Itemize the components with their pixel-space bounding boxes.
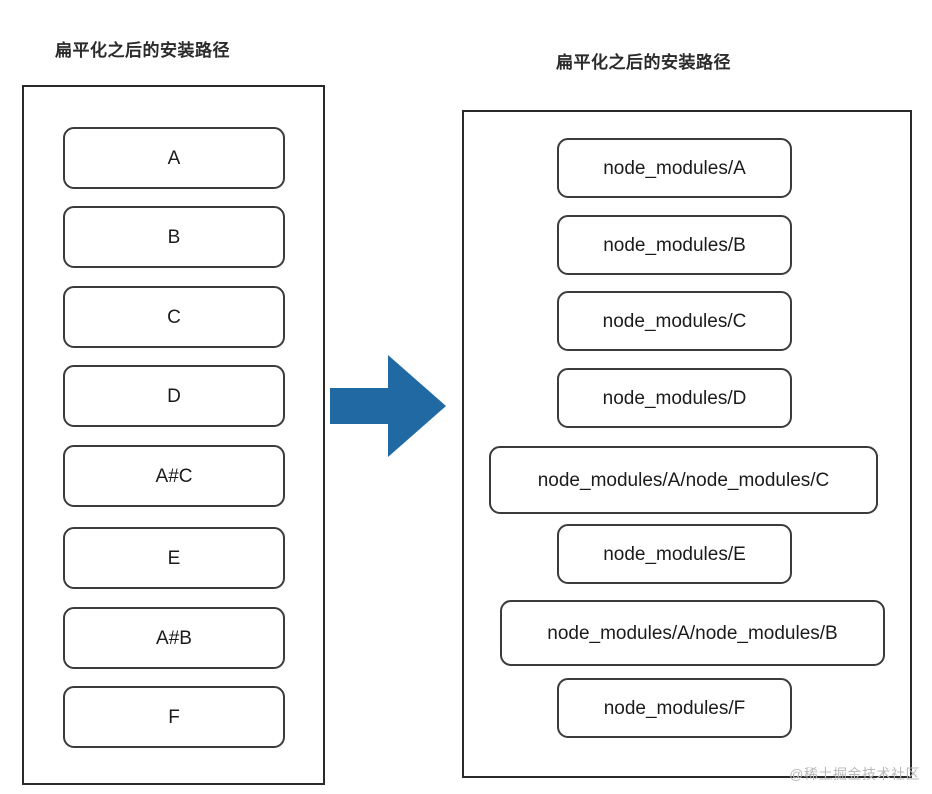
left-node-label: A#B (156, 627, 192, 649)
right-node-box: node_modules/C (557, 291, 792, 351)
left-node-label: F (168, 706, 180, 728)
right-node-label: node_modules/B (603, 234, 746, 256)
left-node-label: E (167, 547, 181, 569)
right-node-box: node_modules/A (557, 138, 792, 198)
left-panel-title: 扁平化之后的安装路径 (55, 41, 230, 60)
right-node-label: node_modules/A/node_modules/C (537, 469, 830, 491)
right-node-label: node_modules/F (603, 697, 746, 719)
right-node-label: node_modules/D (602, 387, 747, 409)
left-node-label: A (167, 147, 181, 169)
left-node-label: A#C (155, 465, 193, 487)
right-node-box: node_modules/E (557, 524, 792, 584)
right-node-box: node_modules/A/node_modules/C (489, 446, 878, 514)
right-node-box: node_modules/A/node_modules/B (500, 600, 885, 666)
right-node-box: node_modules/F (557, 678, 792, 738)
left-node-box: A#C (63, 445, 285, 507)
left-node-box: F (63, 686, 285, 748)
right-panel-title: 扁平化之后的安装路径 (556, 53, 731, 72)
right-node-label: node_modules/C (602, 310, 747, 332)
left-node-box: D (63, 365, 285, 427)
left-node-box: A (63, 127, 285, 189)
left-node-label: B (167, 226, 181, 248)
right-node-box: node_modules/D (557, 368, 792, 428)
left-node-box: C (63, 286, 285, 348)
left-node-box: E (63, 527, 285, 589)
right-node-label: node_modules/A/node_modules/B (547, 622, 838, 644)
left-panel-container (22, 85, 325, 785)
left-node-box: B (63, 206, 285, 268)
right-node-label: node_modules/A (603, 157, 746, 179)
left-node-box: A#B (63, 607, 285, 669)
left-node-label: C (167, 306, 181, 328)
right-node-box: node_modules/B (557, 215, 792, 275)
right-node-label: node_modules/E (603, 543, 746, 565)
left-node-label: D (167, 385, 181, 407)
arrow-polygon (330, 355, 446, 457)
right-arrow-icon (330, 355, 446, 457)
watermark: @稀土掘金技术社区 (789, 766, 920, 782)
